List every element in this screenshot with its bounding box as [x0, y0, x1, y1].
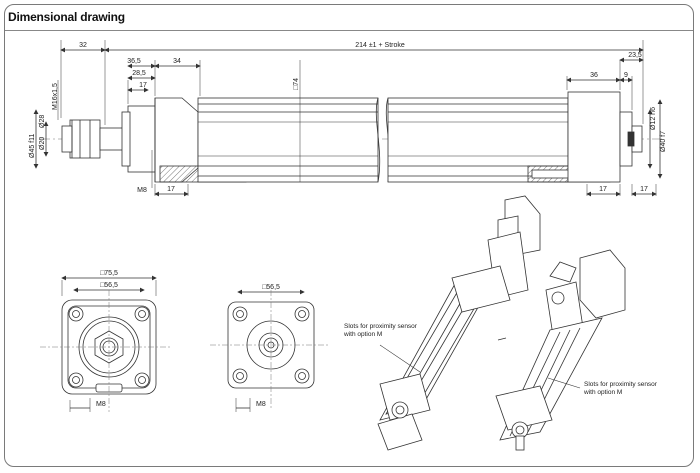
isometric-actuator-1 — [377, 195, 541, 451]
dim-dia20: Ø20 — [39, 137, 46, 150]
callout-slots-1-line2: with option M — [343, 331, 382, 338]
dim-9: 9 — [624, 72, 628, 79]
dim-dia28: Ø28 — [39, 115, 46, 128]
dim-m8-right: M8 — [256, 401, 266, 408]
callout-slots-2-line1: Slots for proximity sensor — [584, 381, 658, 388]
dim-sq75-5: □75,5 — [100, 270, 118, 277]
dim-m8-left: M8 — [96, 401, 106, 408]
front-view-right — [210, 289, 330, 412]
dim-sq56-5-right: □56,5 — [262, 284, 280, 291]
dim-dia12: Ø12 h6 — [650, 107, 657, 130]
dim-17-c: 17 — [599, 186, 607, 193]
dim-thread: M16x1,5 — [52, 83, 59, 110]
side-view — [33, 40, 665, 197]
dim-dia40: Ø40 f7 — [660, 131, 667, 152]
callout-lines — [379, 344, 581, 389]
front-view-left-labels: □75,5 □56,5 M8 — [96, 270, 118, 408]
callout-slots-2-line2: with option M — [583, 389, 622, 396]
dim-dia45: Ø45 f11 — [29, 134, 36, 158]
dim-17-a: 17 — [139, 82, 147, 89]
dim-sq74: □74 — [293, 78, 300, 90]
dim-17-d: 17 — [640, 186, 648, 193]
front-view-left — [40, 275, 172, 412]
dim-sq56-5-left: □56,5 — [100, 282, 118, 289]
dim-m8-side: M8 — [137, 187, 147, 194]
dim-17-b: 17 — [167, 186, 175, 193]
drawing-title: Dimensional drawing — [8, 10, 125, 24]
side-view-dimensions: 32 214 ±1 + Stroke 23,5 36,5 34 28,5 17 … — [29, 42, 667, 194]
callout-labels: Slots for proximity sensor with option M… — [343, 323, 658, 396]
dim-28-5: 28,5 — [132, 70, 146, 77]
callout-slots-1-line1: Slots for proximity sensor — [344, 323, 418, 330]
title-rule — [5, 30, 693, 31]
drawing-frame — [4, 4, 694, 467]
dim-stroke: 214 ±1 + Stroke — [355, 42, 405, 49]
front-view-right-labels: □56,5 M8 — [256, 284, 280, 408]
dim-36-5: 36,5 — [127, 58, 141, 65]
dim-23-5: 23,5 — [628, 52, 642, 59]
dim-32: 32 — [79, 42, 87, 49]
dim-36: 36 — [590, 72, 598, 79]
dim-34: 34 — [173, 58, 181, 65]
